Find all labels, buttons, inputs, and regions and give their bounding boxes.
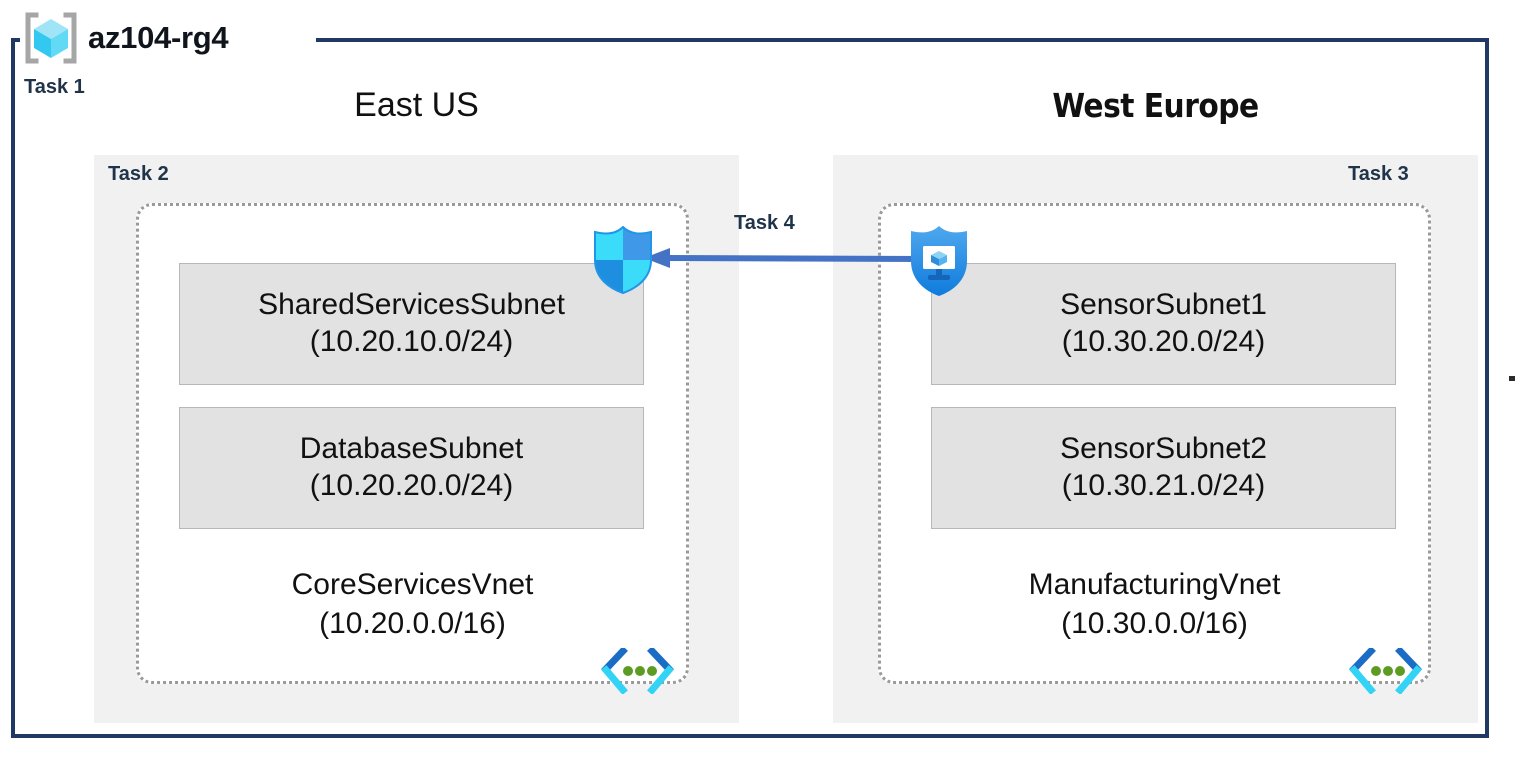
vnet-cidr: (10.30.0.0/16): [1061, 606, 1248, 640]
resource-group-name: az104-rg4: [88, 20, 237, 56]
subnet-name: SensorSubnet1: [1060, 288, 1267, 322]
resource-group-cube-icon: [22, 12, 80, 64]
vnet-label-core-services: CoreServicesVnet (10.20.0.0/16): [139, 566, 686, 643]
task-2-label: Task 2: [108, 163, 169, 185]
subnet-cidr: (10.30.21.0/24): [1061, 469, 1266, 502]
vnet-manufacturing: SensorSubnet1 (10.30.20.0/24) SensorSubn…: [878, 203, 1431, 684]
subnet-cidr: (10.20.10.0/24): [309, 325, 514, 358]
vnet-peering-arrow: [640, 244, 926, 272]
subnet-shared-services: SharedServicesSubnet (10.20.10.0/24): [179, 263, 644, 385]
virtual-machine-shield-icon: [908, 225, 970, 297]
vnet-name: ManufacturingVnet: [1028, 568, 1281, 602]
region-title-east-us: East US: [354, 86, 479, 124]
region-west-europe: SensorSubnet1 (10.30.20.0/24) SensorSubn…: [833, 155, 1478, 723]
subnet-sensor-2: SensorSubnet2 (10.30.21.0/24): [931, 407, 1396, 529]
task-4-label: Task 4: [734, 212, 795, 234]
virtual-network-icon: [600, 646, 675, 695]
vnet-name: CoreServicesVnet: [291, 568, 534, 602]
subnet-cidr: (10.20.20.0/24): [309, 469, 514, 502]
subnet-cidr: (10.30.20.0/24): [1061, 325, 1266, 358]
edge-artifact: [1509, 376, 1515, 381]
resource-group-frame: [11, 38, 1489, 738]
region-title-west-europe: West Europe: [1052, 86, 1259, 125]
vnet-label-manufacturing: ManufacturingVnet (10.30.0.0/16): [881, 566, 1428, 643]
subnet-sensor-1: SensorSubnet1 (10.30.20.0/24): [931, 263, 1396, 385]
subnet-name: SharedServicesSubnet: [258, 288, 565, 322]
virtual-network-icon: [1348, 646, 1423, 695]
subnet-name: DatabaseSubnet: [299, 432, 524, 466]
vnet-core-services: SharedServicesSubnet (10.20.10.0/24) Dat…: [136, 203, 689, 684]
subnet-database: DatabaseSubnet (10.20.20.0/24): [179, 407, 644, 529]
vnet-cidr: (10.20.0.0/16): [319, 606, 506, 640]
resource-group-header: az104-rg4: [22, 12, 237, 64]
region-east-us: SharedServicesSubnet (10.20.10.0/24) Dat…: [94, 155, 739, 723]
network-security-group-shield-icon: [593, 225, 653, 295]
subnet-name: SensorSubnet2: [1060, 432, 1267, 466]
task-3-label: Task 3: [1348, 163, 1409, 185]
task-1-label: Task 1: [24, 76, 85, 98]
